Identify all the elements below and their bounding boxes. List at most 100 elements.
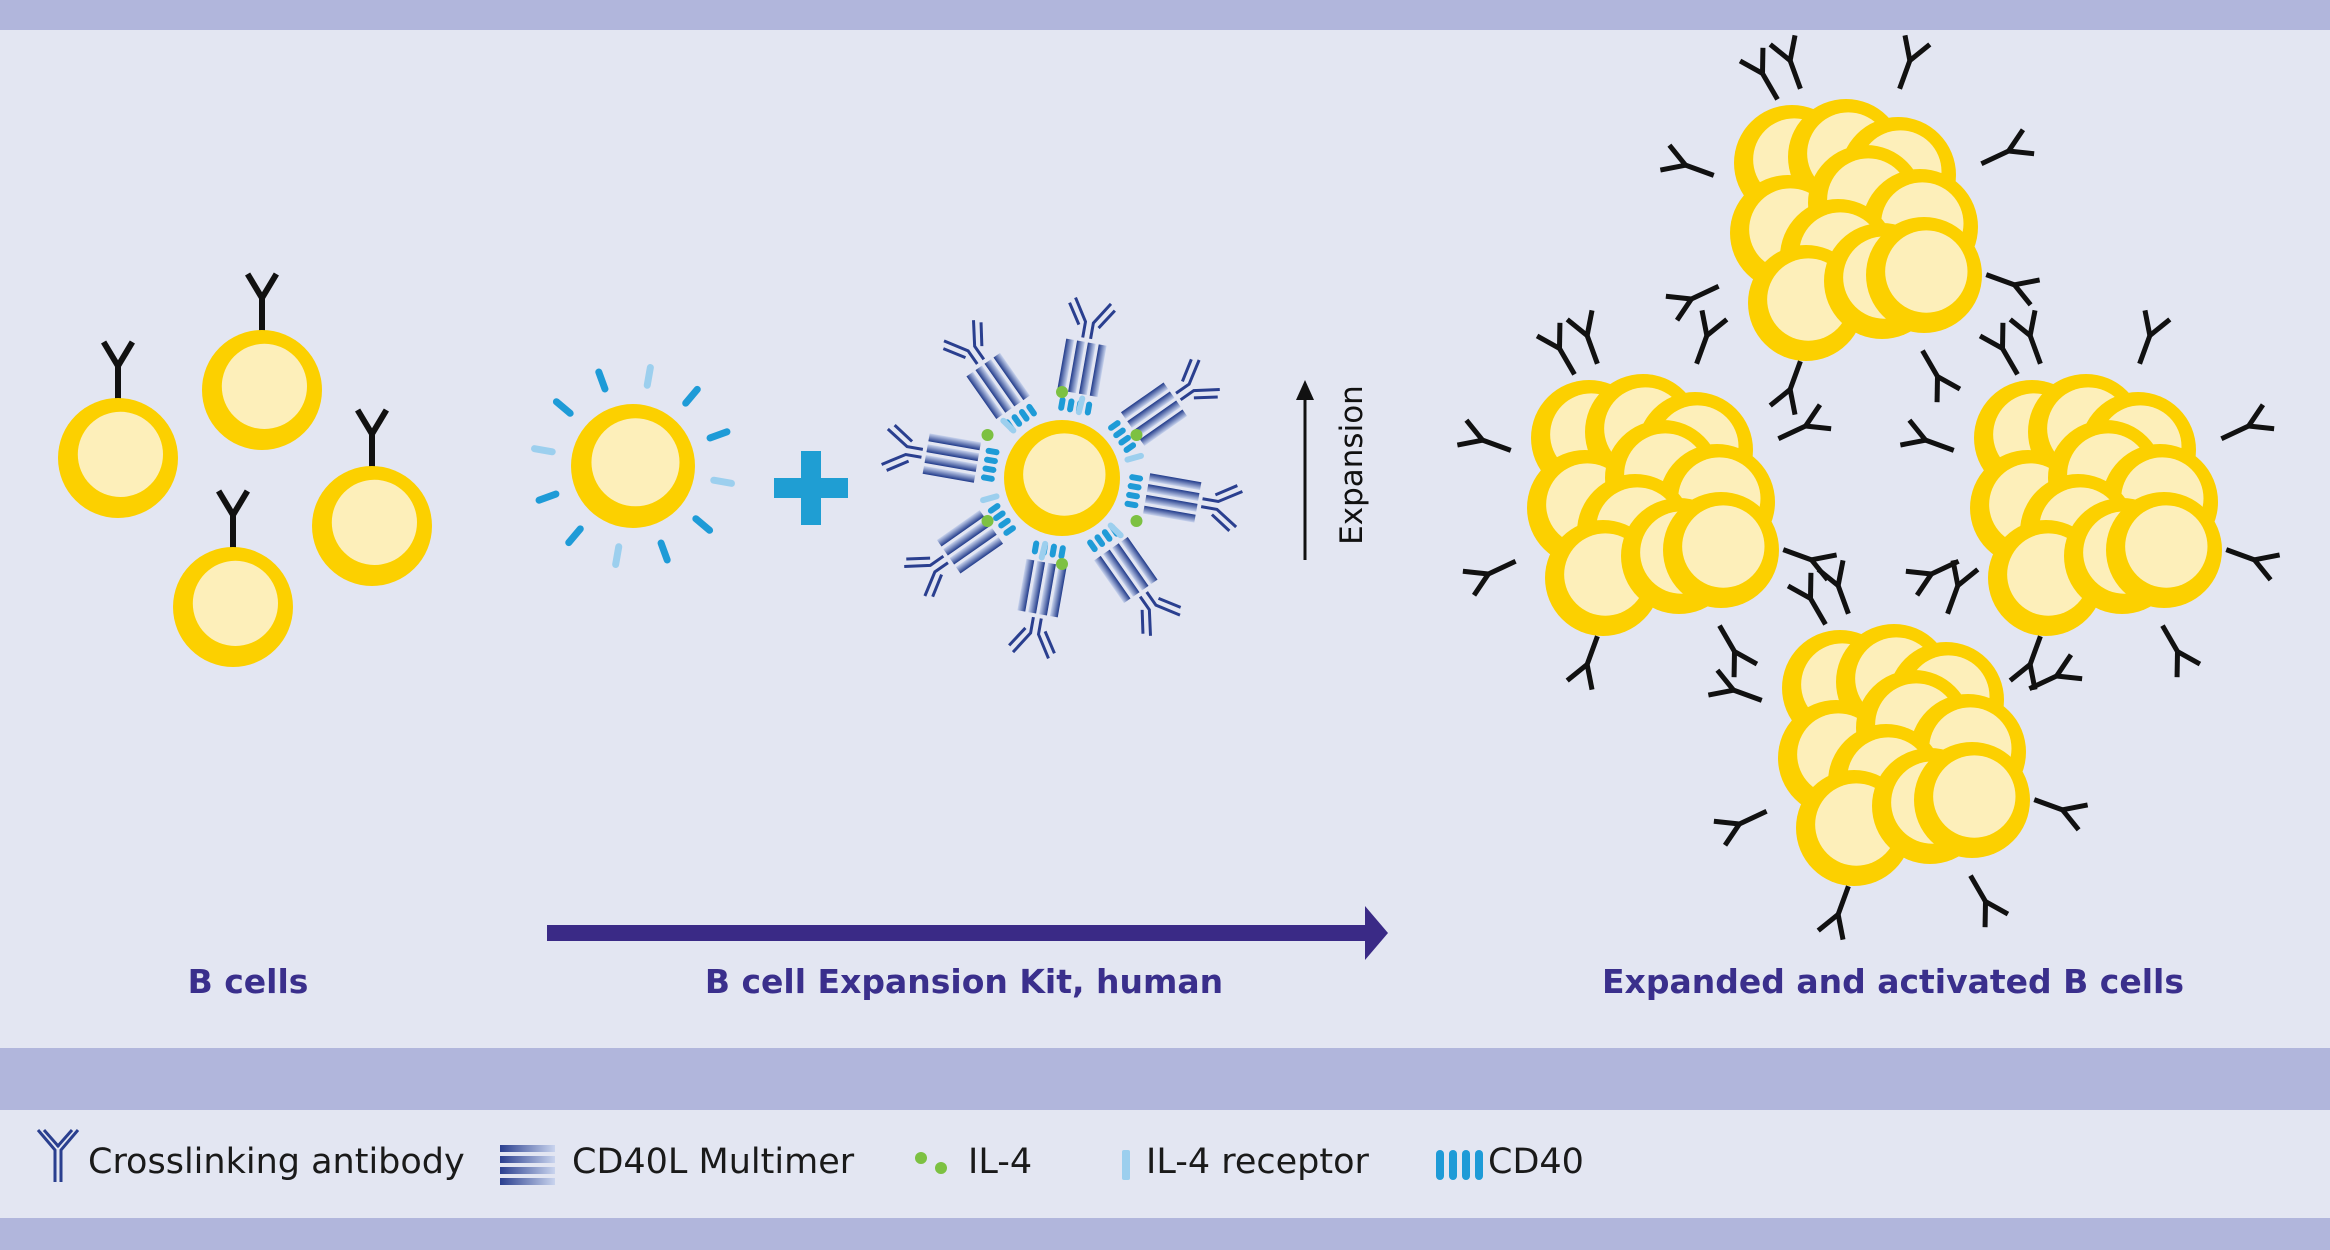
b-cell-receptor	[1659, 143, 1715, 178]
b-cell-receptor	[1968, 874, 2010, 928]
b-cell-receptor	[1456, 418, 1512, 453]
il-4-receptor	[1075, 395, 1086, 416]
b-cell-receptor	[2028, 653, 2083, 691]
cd40l-multimer-arm	[942, 320, 1037, 432]
il4-receptor-cell	[531, 364, 735, 568]
b-cells-group	[58, 272, 432, 667]
b-cell-receptor	[1985, 272, 2041, 307]
cd40l-multimer-arm	[1057, 297, 1116, 416]
cd40l-multimer-arm	[1008, 540, 1067, 659]
b-cell-receptor	[1717, 624, 1759, 678]
expanded-cluster	[1659, 34, 2041, 416]
expansion-arrow	[1296, 380, 1314, 560]
legend-label-il-4: IL-4	[968, 1142, 1033, 1182]
il-4-receptor	[1124, 452, 1144, 463]
expanded-cluster	[1899, 309, 2281, 691]
b-cell-receptor	[245, 272, 279, 332]
expansion-axis-label: Expansion	[1334, 385, 1370, 545]
il-4	[1130, 429, 1143, 441]
b-cell-receptor	[1816, 885, 1851, 941]
b-cell-receptor	[1816, 559, 1851, 615]
legend-label-il-4-receptor: IL-4 receptor	[1146, 1142, 1369, 1182]
cd40-receptor	[682, 385, 701, 407]
b-cell-receptor	[1768, 34, 1803, 90]
b-cell-receptor	[1777, 403, 1832, 441]
b-cell	[173, 547, 293, 667]
expanded-b-cell	[2106, 492, 2222, 608]
b-cell-receptor	[2137, 309, 2172, 365]
cd40-receptor	[535, 490, 560, 504]
b-cell-receptor	[1945, 559, 1980, 615]
b-cell-receptor	[355, 408, 389, 468]
b-cell-receptor	[1565, 635, 1600, 691]
stimulated-b-cell	[571, 404, 695, 528]
il-4	[1056, 558, 1068, 570]
il-4-receptor	[980, 493, 1000, 504]
legend-label-cd40l-multimer: CD40L Multimer	[572, 1142, 855, 1182]
top-band	[0, 0, 2330, 30]
cd40l-multimer-arm	[881, 424, 1000, 483]
middle-band	[0, 1048, 2330, 1110]
b-cell	[312, 466, 432, 586]
il-4-receptor	[531, 445, 556, 456]
cd40-receptor	[552, 398, 574, 417]
cd40l-multimer-arm	[904, 503, 1016, 598]
b-cell-receptor	[1535, 322, 1577, 376]
cd40-receptor	[692, 515, 714, 534]
bottom-band	[0, 1218, 2330, 1250]
il-4-receptor	[612, 543, 623, 568]
crosslinking-antibody-icon	[36, 1129, 80, 1182]
stage-label-expansion-kit: B cell Expansion Kit, human	[704, 962, 1224, 1001]
expanded-cluster	[1456, 309, 1838, 691]
expanded-b-cell	[1866, 217, 1982, 333]
b-cell-receptor	[1978, 322, 2020, 376]
b-cell-receptor	[1694, 309, 1729, 365]
b-cell-receptor	[101, 340, 135, 400]
activated-b-cell	[1004, 420, 1120, 536]
cd40l-multimer-complex	[881, 297, 1243, 659]
b-cell-receptor	[2220, 403, 2275, 441]
expanded-cluster	[1707, 559, 2089, 941]
cd40-receptor	[565, 525, 584, 547]
b-cell-receptor	[1707, 668, 1763, 703]
b-cell-receptor	[1462, 559, 1517, 597]
stage-label-expanded-b-cells: Expanded and activated B cells	[1601, 962, 2185, 1001]
b-cell-receptor	[2225, 547, 2281, 582]
b-cell	[202, 330, 322, 450]
cd40-icon	[1436, 1150, 1483, 1180]
cd40l-multimer-icon	[500, 1145, 555, 1185]
cd40-receptor	[595, 368, 609, 393]
stage-label-b-cells: B cells	[187, 962, 309, 1001]
b-cell-receptor	[2160, 624, 2202, 678]
il-4	[981, 429, 994, 441]
b-cell-receptor	[1768, 360, 1803, 416]
cd40-receptor	[706, 428, 731, 442]
il-4-receptor	[643, 364, 654, 389]
il-4-receptor	[710, 476, 735, 487]
cd40-receptor	[657, 539, 671, 564]
il-4	[1056, 386, 1068, 398]
process-arrow	[547, 906, 1388, 960]
b-cell-receptor	[1980, 128, 2035, 166]
b-cell	[58, 398, 178, 518]
b-cell-receptor	[1920, 349, 1962, 403]
b-cell-receptor	[1665, 284, 1720, 322]
il-4-receptor	[1038, 540, 1049, 561]
legend-panel	[0, 1110, 2330, 1218]
il-4	[981, 515, 994, 527]
cd40l-multimer-arm	[1087, 524, 1182, 636]
b-cell-receptor	[1565, 309, 1600, 365]
cd40l-multimer-arm	[1108, 358, 1220, 453]
b-cell-receptor	[1897, 34, 1932, 90]
b-cell-receptor	[216, 489, 250, 549]
b-cell-receptor	[2033, 797, 2089, 832]
expanded-b-cell-clusters	[1456, 34, 2281, 941]
il-4-icon	[915, 1152, 947, 1174]
il-4-receptor-icon	[1122, 1150, 1130, 1180]
b-cell-receptor	[1713, 809, 1768, 847]
il-4-receptor	[1107, 522, 1124, 539]
legend-label-crosslinking-antibody: Crosslinking antibody	[88, 1142, 465, 1182]
il-4	[1130, 515, 1143, 527]
legend-label-cd40: CD40	[1488, 1142, 1584, 1182]
